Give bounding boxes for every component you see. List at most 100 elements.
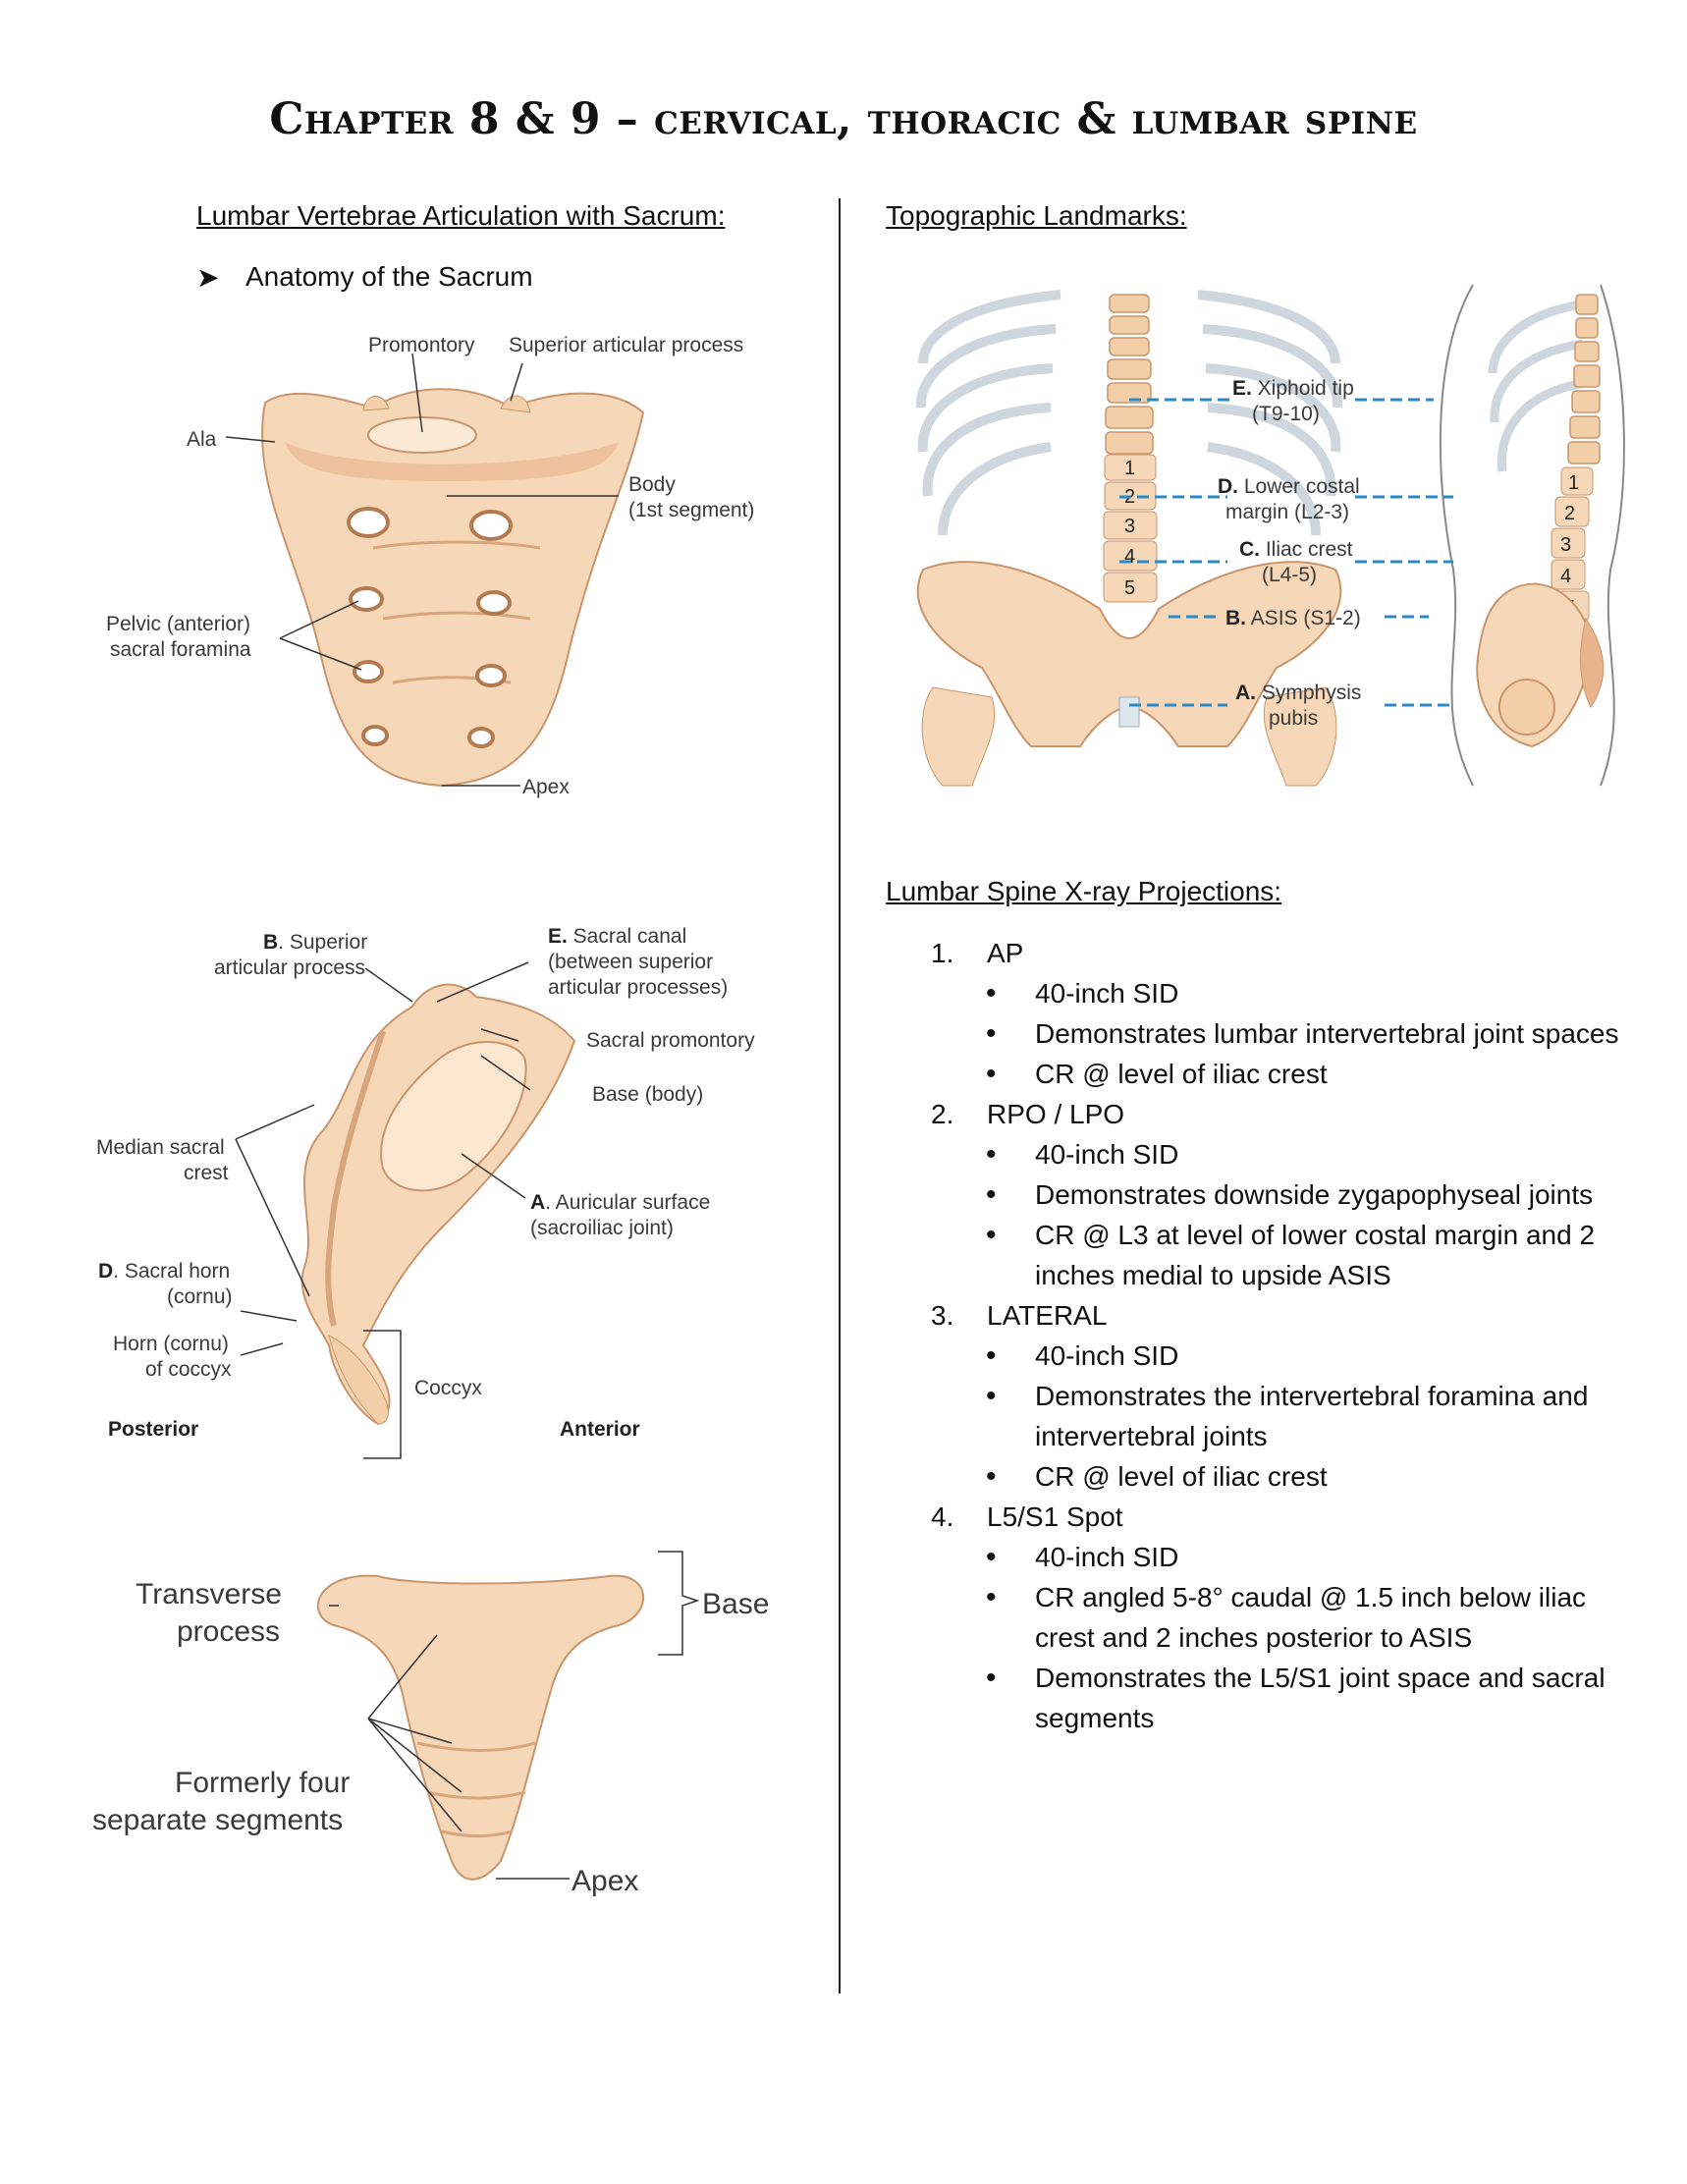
landmark-a-label-2: pubis xyxy=(1269,707,1318,730)
transverse-label-1: Transverse xyxy=(136,1578,282,1611)
sacrum-anatomy-bullet: Anatomy of the Sacrum xyxy=(245,261,533,292)
projection-point: 40-inch SID xyxy=(931,1134,1638,1174)
base-body-label: Base (body) xyxy=(592,1083,703,1106)
vertebra-label: 2 xyxy=(1564,503,1575,524)
vertebra-label: 5 xyxy=(1124,577,1135,599)
projection-point: CR @ level of iliac crest xyxy=(931,1054,1638,1094)
base-label: Base xyxy=(702,1588,769,1620)
superior-articular-process-right xyxy=(500,395,531,413)
vertebra-label: 3 xyxy=(1124,516,1135,537)
horn-coccyx-label-1: Horn (cornu) xyxy=(113,1333,229,1355)
segment-line xyxy=(426,1790,526,1800)
pelvic-foramina-label-2: sacral foramina xyxy=(110,638,251,661)
segment-line xyxy=(441,1829,514,1837)
promontory-label: Promontory xyxy=(368,334,475,356)
median-crest-label-2: crest xyxy=(184,1162,229,1184)
symphysis xyxy=(1118,696,1140,728)
landmark-d-label-2: margin (L2-3) xyxy=(1225,501,1349,523)
projections-heading: Lumbar Spine X-ray Projections: xyxy=(886,876,1282,906)
sacrum-ala-shade xyxy=(285,442,619,481)
b-label-2: articular process xyxy=(214,956,365,979)
projection-number: 1. xyxy=(931,938,954,968)
projection-point: 40-inch SID xyxy=(931,1537,1638,1577)
femoral-head xyxy=(1498,679,1555,736)
e-letter: E. xyxy=(548,925,568,948)
projection-point: Demonstrates the intervertebral foramina… xyxy=(931,1376,1638,1456)
lumbar-sacrum-heading: Lumbar Vertebrae Articulation with Sacru… xyxy=(196,200,726,231)
vertebra-label: 1 xyxy=(1124,458,1135,479)
apex-label: Apex xyxy=(522,776,570,798)
vertebra-label: 1 xyxy=(1568,472,1579,494)
landmark-e-label-1: Xiphoid tip xyxy=(1252,377,1354,400)
projection-point: Demonstrates the L5/S1 joint space and s… xyxy=(931,1658,1638,1738)
b-letter: B xyxy=(263,931,278,954)
projection-name: RPO / LPO xyxy=(987,1099,1125,1129)
lumbar-vertebrae-anterior: 1 2 3 4 5 xyxy=(1103,454,1158,603)
segment-line xyxy=(416,1741,536,1752)
sacral-foramen xyxy=(353,660,384,683)
apex-label: Apex xyxy=(571,1865,638,1897)
projection-point: CR @ level of iliac crest xyxy=(931,1456,1638,1497)
e-label-2: (between superior xyxy=(548,951,713,973)
landmark-e-label-2: (T9-10) xyxy=(1252,403,1320,425)
sacrum-base-bone xyxy=(316,1574,644,1881)
transverse-ridge xyxy=(372,540,541,550)
sacral-foramen xyxy=(361,725,389,746)
e-label-1: Sacral canal xyxy=(568,925,686,948)
anterior-label: Anterior xyxy=(560,1418,640,1441)
superior-articular-process-left xyxy=(362,396,390,411)
transverse-ridge xyxy=(382,611,531,621)
transverse-label-2: process xyxy=(177,1615,280,1648)
landmark-d-letter: D. xyxy=(1218,475,1238,498)
sacral-foramen xyxy=(469,510,513,541)
d-label-2: (cornu) xyxy=(167,1285,233,1308)
landmark-a-letter: A. xyxy=(1235,682,1256,704)
femur-left xyxy=(921,686,996,787)
vertebra-label: 3 xyxy=(1560,534,1571,556)
projection-item: 2. RPO / LPO 40-inch SID Demonstrates do… xyxy=(931,1094,1638,1295)
projection-point: 40-inch SID xyxy=(931,1336,1638,1376)
svg-text:A. Symphysis: A. Symphysis xyxy=(1235,682,1361,704)
projection-point: CR @ L3 at level of lower costal margin … xyxy=(931,1215,1638,1295)
svg-text:D. Sacral horn: D. Sacral horn xyxy=(98,1260,230,1283)
torso-outline-back xyxy=(1600,284,1625,787)
svg-text:B. Superior: B. Superior xyxy=(263,931,367,954)
landmark-lines xyxy=(1119,398,1453,707)
b-label-1: . Superior xyxy=(278,931,367,954)
landmark-d-label-1: Lower costal xyxy=(1238,475,1360,498)
bullet-arrow-icon: ➤ xyxy=(196,262,220,293)
projection-number: 3. xyxy=(931,1300,954,1331)
coccyx-segments xyxy=(328,1335,389,1425)
projection-name: LATERAL xyxy=(987,1300,1108,1331)
svg-text:A. Auricular surface: A. Auricular surface xyxy=(530,1191,710,1214)
d-letter: D xyxy=(98,1260,113,1283)
sacral-foramen xyxy=(467,727,495,748)
sacrum-base-figure: Transverse process Base Formerly four se… xyxy=(92,1551,769,1897)
a-letter: A xyxy=(530,1191,545,1214)
horn-coccyx-label-2: of coccyx xyxy=(145,1358,232,1381)
sacral-foramen xyxy=(347,507,390,538)
svg-text:C. Iliac crest: C. Iliac crest xyxy=(1239,538,1353,561)
sacral-promontory-label: Sacral promontory xyxy=(586,1029,755,1052)
formerly-label-2: separate segments xyxy=(92,1804,343,1836)
vertebra-label: 4 xyxy=(1560,566,1571,587)
femur-right xyxy=(1263,686,1337,787)
projection-item: 4. L5/S1 Spot 40-inch SID CR angled 5-8°… xyxy=(931,1497,1638,1738)
a-label-1: . Auricular surface xyxy=(545,1191,710,1214)
sacrum-anterior-bone xyxy=(261,388,645,788)
projection-number: 2. xyxy=(931,1099,954,1129)
topographic-landmarks-figure: 1 2 3 4 5 1 2 3 4 5 xyxy=(915,284,1625,787)
projection-point: Demonstrates downside zygapophyseal join… xyxy=(931,1174,1638,1215)
projection-point: Demonstrates lumbar intervertebral joint… xyxy=(931,1013,1638,1054)
body-label-2: (1st segment) xyxy=(628,499,754,521)
projection-point: CR angled 5-8° caudal @ 1.5 inch below i… xyxy=(931,1577,1638,1658)
sacral-foramen xyxy=(349,586,384,612)
pelvis-anterior xyxy=(916,561,1342,747)
sacrum-lateral-figure: B. Superior articular process E. Sacral … xyxy=(96,925,755,1459)
superior-articular-label: Superior articular process xyxy=(509,334,743,356)
median-crest-label-1: Median sacral xyxy=(96,1136,225,1159)
sacrum-lateral xyxy=(1580,617,1605,708)
landmark-e-letter: E. xyxy=(1232,377,1252,400)
spine-anterior xyxy=(1105,294,1154,455)
landmark-c-letter: C. xyxy=(1239,538,1260,561)
